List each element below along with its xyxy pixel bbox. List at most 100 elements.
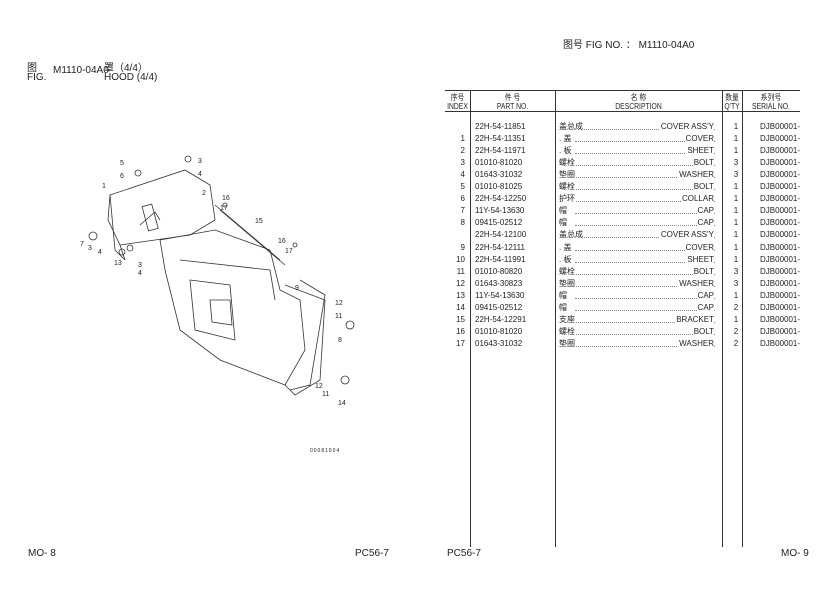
row-qty: 1 — [733, 146, 739, 156]
row-serial: DJB00001- — [760, 194, 801, 204]
row-part-no: 22H-54-12250 — [475, 194, 527, 204]
svg-text:16: 16 — [278, 238, 286, 245]
row-serial: DJB00001- — [760, 122, 801, 131]
left-model: PC56-7 — [355, 548, 389, 559]
row-index: 7 — [460, 206, 465, 216]
row-desc-cn: 支座 — [559, 313, 576, 326]
svg-text:7: 7 — [80, 241, 84, 248]
row-desc-en: SHEET — [686, 145, 714, 158]
fig-number: M1110-04A0 — [638, 40, 695, 51]
row-desc-cn: 螺栓 — [559, 265, 576, 278]
row-part-no: 22H-54-12100 — [475, 230, 527, 240]
row-index: 12 — [456, 278, 465, 288]
fig-label: FIG NO. ： — [585, 40, 636, 51]
row-part-no: 22H-54-11351 — [475, 134, 526, 144]
row-serial: DJB00001- — [760, 242, 801, 252]
svg-text:2: 2 — [202, 190, 206, 197]
row-desc-en: COVER — [684, 241, 714, 254]
svg-text:1: 1 — [102, 183, 106, 190]
row-qty: 1 — [733, 254, 739, 264]
svg-text:13: 13 — [114, 260, 122, 267]
row-desc-cn: 螺栓 — [559, 157, 576, 170]
fig-number-left: M1110-04A0 — [53, 65, 109, 76]
table-row: 6 22H-54-12250 护环 COLLAR 1 DJB00001- — [445, 193, 801, 206]
row-index: 9 — [460, 242, 465, 252]
row-desc-cn: 垫圈 — [559, 337, 576, 350]
row-index: 15 — [456, 314, 465, 324]
row-index: 5 — [460, 182, 465, 192]
svg-text:3: 3 — [198, 158, 202, 165]
row-desc-en: COVER ASS'Y — [659, 121, 714, 133]
row-desc-en: CAP — [696, 217, 714, 230]
row-desc-en: CAP — [696, 205, 714, 218]
row-desc-cn: 垫圈 — [559, 277, 576, 290]
row-desc-en: SHEET — [686, 253, 714, 266]
svg-text:4: 4 — [138, 270, 142, 277]
row-qty: 1 — [733, 206, 739, 216]
row-desc-cn: 螺栓 — [559, 181, 576, 194]
row-desc-en: WASHER — [678, 277, 714, 290]
svg-text:4: 4 — [98, 249, 102, 256]
row-index: 10 — [456, 254, 465, 264]
row-desc-cn: 帽 — [559, 205, 568, 218]
table-row: 1 22H-54-11351 . 盖 COVER 1 DJB00001- — [445, 133, 800, 146]
row-part-no: 09415-02512 — [475, 302, 523, 312]
row-qty: 1 — [733, 122, 739, 131]
table-row: 14 09415-02512 帽 CAP 2 DJB00001- — [445, 301, 801, 314]
row-desc-cn: 帽 — [559, 289, 568, 302]
hood-cover-upper — [107, 169, 216, 246]
row-desc-en: COVER — [684, 133, 714, 146]
row-desc-en: COVER ASS'Y — [659, 229, 714, 242]
row-serial: DJB00001- — [760, 146, 801, 156]
row-desc-cn: 盖总成 — [559, 121, 584, 133]
row-index: 11 — [456, 266, 465, 276]
row-qty: 3 — [733, 266, 739, 276]
row-qty: 3 — [733, 278, 739, 288]
row-desc-cn: 帽 — [559, 217, 568, 230]
row-desc-cn: . 板 — [559, 253, 573, 266]
svg-text:17: 17 — [220, 205, 228, 212]
row-qty: 2 — [733, 338, 739, 348]
side-cover-9 — [289, 279, 326, 391]
fig-cn-left: 图 — [27, 63, 37, 74]
row-qty: 3 — [733, 158, 739, 168]
fig-no-header: 图号 FIG NO. ： M1110-04A0 — [563, 36, 694, 51]
row-desc-cn: 垫圈 — [559, 169, 576, 182]
row-desc-en: CAP — [696, 301, 714, 314]
row-index: 2 — [460, 146, 465, 156]
row-index: 6 — [460, 194, 465, 204]
row-serial: DJB00001- — [760, 158, 801, 168]
row-part-no: 01643-30823 — [475, 278, 523, 288]
row-serial: DJB00001- — [760, 302, 801, 312]
svg-text:9: 9 — [295, 285, 299, 292]
table-row: 11 01010-80820 螺栓 BOLT 3 DJB00001- — [445, 265, 800, 278]
table-row: 22H-54-12100 盖总成 COVER ASS'Y 1 DJB00001- — [445, 229, 800, 242]
row-index: 1 — [460, 134, 465, 144]
row-desc-en: BOLT — [692, 181, 714, 194]
table-row: 7 11Y-54-13630 帽 CAP 1 DJB00001- — [445, 205, 801, 218]
table-row: 4 01643-31032 垫圈 WASHER 3 DJB00001- — [445, 169, 800, 182]
row-serial: DJB00001- — [760, 326, 801, 336]
row-desc-cn: . 盖 — [559, 241, 573, 254]
row-part-no: 22H-54-11991 — [475, 254, 526, 264]
right-page-number: MO- 9 — [781, 548, 809, 559]
row-serial: DJB00001- — [760, 182, 801, 192]
svg-text:11: 11 — [322, 391, 329, 398]
row-serial: DJB00001- — [760, 206, 801, 216]
row-desc-cn: . 板 — [559, 145, 573, 158]
table-row: 13 11Y-54-13630 帽 CAP 1 DJB00001- — [445, 289, 800, 302]
svg-text:6: 6 — [120, 173, 124, 180]
row-qty: 1 — [733, 242, 739, 252]
row-part-no: 22H-54-12291 — [475, 314, 527, 324]
row-part-no: 01010-81025 — [475, 182, 523, 192]
row-desc-cn: 盖总成 — [559, 229, 584, 242]
drawing-code: 00081604 — [310, 448, 340, 454]
svg-text:5: 5 — [120, 160, 124, 167]
